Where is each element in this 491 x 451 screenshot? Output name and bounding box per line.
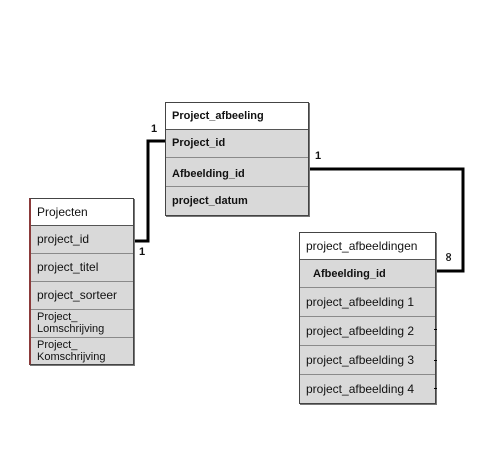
field-afbeelding-id[interactable]: Afbeelding_id [300, 260, 435, 288]
table-title: project_afbeeldingen [300, 233, 435, 260]
field-project-afbeelding-4[interactable]: project_afbeelding 4 [300, 375, 435, 403]
relationship-line-project-id [133, 139, 166, 243]
field-project-afbeelding-3[interactable]: project_afbeelding 3 [300, 346, 435, 375]
field-project-afbeelding-2[interactable]: project_afbeelding 2 [300, 317, 435, 346]
table-projecten[interactable]: Projecten project_id project_titel proje… [29, 198, 134, 365]
table-project-afbeeldingen[interactable]: project_afbeeldingen Afbeelding_id proje… [299, 232, 436, 404]
table-title: Projecten [31, 199, 133, 226]
field-line: Project_ [37, 339, 78, 351]
cardinality-many-label: ∞ [442, 252, 456, 262]
field-project-komschrijving[interactable]: Project_ Komschrijving [31, 338, 133, 364]
field-tick-mark [434, 388, 437, 389]
field-project-titel[interactable]: project_titel [31, 254, 133, 282]
field-line: Komschrijving [37, 351, 106, 363]
cardinality-one-label: 1 [139, 246, 146, 258]
field-project-afbeelding-1[interactable]: project_afbeelding 1 [300, 288, 435, 317]
field-afbeelding-id[interactable]: Afbeelding_id [166, 158, 308, 187]
field-project-lomschrijving[interactable]: Project_ Lomschrijving [31, 310, 133, 338]
field-line: Lomschrijving [37, 323, 105, 335]
cardinality-one-label: 1 [151, 123, 158, 135]
relationship-line-afbeelding-id [307, 167, 465, 273]
field-project-id[interactable]: Project_id [166, 130, 308, 158]
field-project-sorteer[interactable]: project_sorteer [31, 282, 133, 310]
field-tick-mark [434, 329, 437, 330]
table-project-afbeeling[interactable]: Project_afbeeling Project_id Afbeelding_… [165, 102, 309, 216]
field-project-datum[interactable]: project_datum [166, 187, 308, 215]
field-project-id[interactable]: project_id [31, 226, 133, 254]
field-line: Project_ [37, 311, 78, 323]
table-title: Project_afbeeling [166, 103, 308, 130]
field-tick-mark [434, 360, 437, 361]
cardinality-one-label: 1 [315, 150, 322, 162]
